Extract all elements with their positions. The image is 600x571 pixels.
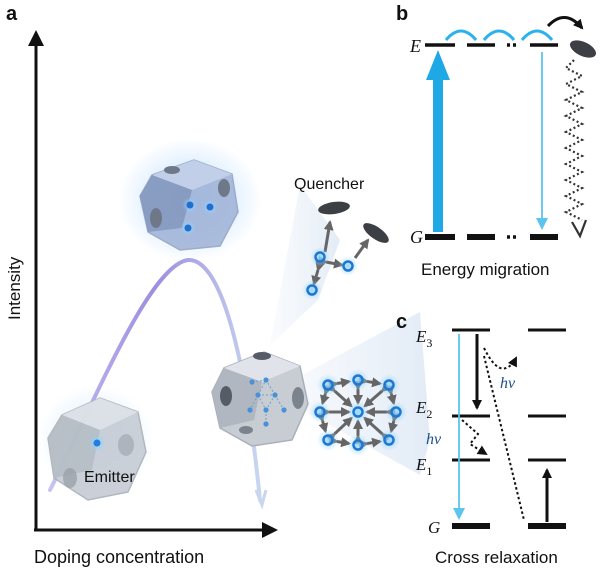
y-axis-label: Intensity <box>5 256 24 320</box>
emitter-label: Emitter <box>84 469 135 486</box>
energy-migration-diagram <box>425 16 597 240</box>
ion-node <box>352 374 364 386</box>
photon-label-top: hν <box>500 375 516 392</box>
migration-arc <box>444 29 478 41</box>
transfer-edge <box>358 437 383 450</box>
photon-label-mid: hν <box>426 431 442 448</box>
quencher-zoom-cone <box>270 185 340 345</box>
cross-transfer <box>483 355 525 521</box>
ion-glow <box>309 401 331 423</box>
x-axis-label: Doping concentration <box>34 547 204 567</box>
ion-node <box>352 406 364 418</box>
level-G-label-c: G <box>428 518 440 537</box>
ion-glow <box>347 401 369 423</box>
level-E3-label: E3 <box>415 327 432 350</box>
level-E1-label: E1 <box>415 455 432 478</box>
transfer-edge <box>363 381 392 408</box>
ion-node <box>390 406 402 418</box>
curve-arrowhead <box>254 489 268 510</box>
photon-emission-top <box>483 347 517 370</box>
level-G-label: G <box>410 227 423 247</box>
high-doping-crystal <box>211 351 309 447</box>
y-axis-arrowhead <box>28 30 44 46</box>
optimal-crystal <box>118 138 262 262</box>
photon-emission-mid <box>461 419 488 456</box>
ion-node <box>352 439 364 451</box>
quencher-label: Quencher <box>294 176 365 193</box>
transfer-edge <box>325 381 353 408</box>
transfer-edge <box>325 416 353 443</box>
ion-glow <box>317 429 339 451</box>
panel-c-label: c <box>396 311 407 333</box>
ion-glow <box>347 434 369 456</box>
ion-node <box>383 379 395 391</box>
transfer-edge <box>363 416 392 444</box>
panel-b-caption: Energy migration <box>421 260 550 279</box>
nonradiative-decay <box>563 59 585 221</box>
migration-arc <box>520 29 554 41</box>
level-E-label: E <box>409 36 421 56</box>
panel-c-caption: Cross relaxation <box>435 548 558 567</box>
ion-glow <box>317 374 339 396</box>
ion-glow <box>347 369 369 391</box>
panel-a-axes <box>28 30 278 538</box>
migration-arc <box>482 29 516 41</box>
cross-relaxation-diagram: E3 E2 E1 G hν hν <box>415 327 566 537</box>
ion-network <box>309 369 407 456</box>
ion-glow <box>385 401 407 423</box>
quencher-particle <box>569 40 597 58</box>
emitter-ion <box>93 439 101 447</box>
emitter-crystal <box>38 385 154 501</box>
activator-ions <box>302 247 358 300</box>
excitation-arrowhead <box>426 50 450 80</box>
transfer-edge <box>358 375 383 388</box>
panel-b-label: b <box>396 3 408 25</box>
level-E2-label: E2 <box>415 398 432 421</box>
ion-node <box>314 406 326 418</box>
ion-node <box>322 434 334 446</box>
quencher-particle <box>318 201 350 215</box>
ion-node <box>383 434 395 446</box>
x-axis-arrowhead <box>262 522 278 538</box>
transfer-arrow <box>546 16 584 30</box>
ion-node <box>322 379 334 391</box>
quencher-particle <box>363 223 389 243</box>
nonradiative-arrowhead <box>571 219 588 239</box>
ion-glow <box>378 429 400 451</box>
panel-a-label: a <box>6 3 18 25</box>
ion-glow <box>378 374 400 396</box>
quencher-zoom <box>302 201 389 300</box>
